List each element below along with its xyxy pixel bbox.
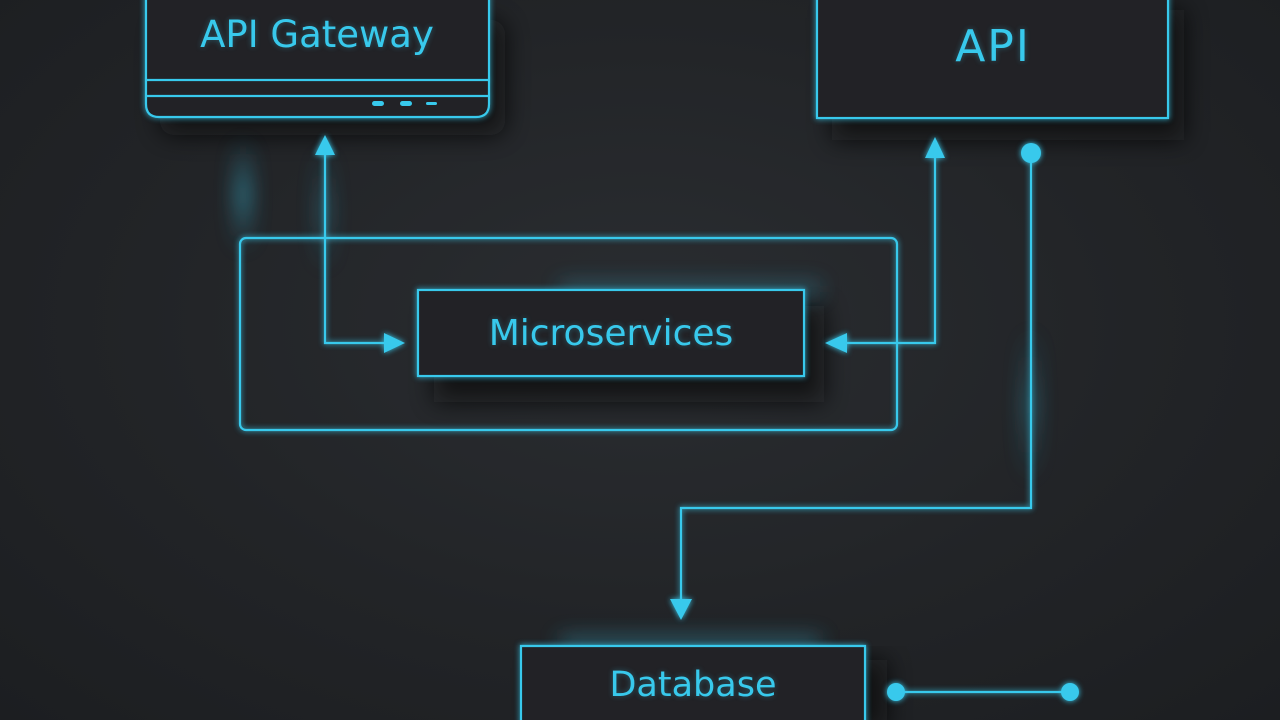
database-label: Database xyxy=(609,665,777,705)
microservices-container xyxy=(238,236,899,432)
edge-database-out xyxy=(887,683,1079,701)
api-gateway-label: API Gateway xyxy=(200,13,434,56)
arrow-left-icon xyxy=(825,333,847,353)
arrow-up-icon xyxy=(925,137,945,158)
api-node[interactable] xyxy=(815,0,1170,120)
connector-dot-icon xyxy=(1021,143,1041,163)
edge-api-microservices xyxy=(825,137,945,353)
arrow-down-icon xyxy=(670,599,692,620)
edge-api-database xyxy=(670,143,1041,620)
connector-dot-icon xyxy=(1061,683,1079,701)
microservices-node[interactable] xyxy=(416,288,806,378)
connector-dot-icon xyxy=(887,683,905,701)
arrow-up-icon xyxy=(315,135,335,155)
api-gateway-node[interactable] xyxy=(144,0,491,119)
edge-gateway-microservices xyxy=(315,135,405,353)
microservices-label: Microservices xyxy=(488,313,734,354)
status-dots-icon xyxy=(372,101,437,106)
database-node[interactable] xyxy=(519,644,867,720)
arrow-right-icon xyxy=(384,333,405,353)
api-label: API xyxy=(955,21,1031,72)
